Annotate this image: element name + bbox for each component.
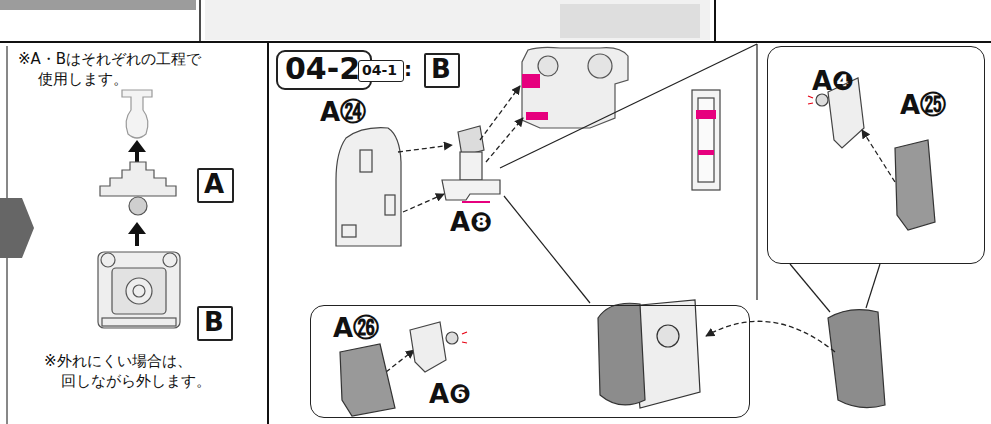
part-a	[129, 197, 147, 215]
part-a26	[340, 344, 395, 416]
part-a6	[462, 342, 467, 343]
part-a24	[336, 128, 401, 246]
callout-line	[500, 44, 757, 168]
part-b	[112, 268, 166, 314]
step-arrow	[0, 198, 34, 258]
assembly-arrow	[386, 350, 414, 372]
label-text: 04-1	[362, 62, 400, 78]
label-text: 04-2	[285, 52, 363, 87]
part-b	[101, 253, 115, 267]
label-text: B	[431, 55, 453, 85]
part-a4	[808, 103, 813, 104]
assembly-arrow	[480, 86, 520, 140]
frame-line	[0, 41, 991, 43]
callout-line	[504, 196, 590, 303]
part-letter-box: A	[197, 168, 234, 203]
part-a	[100, 162, 176, 196]
assembly-arrow	[862, 130, 895, 182]
callout-number: A㉔	[320, 96, 366, 130]
header-strip	[0, 0, 710, 40]
note-text: ※A・Bはそれぞれの工程で 使用します。	[18, 50, 268, 89]
up-arrow	[128, 140, 146, 152]
part-letter-box: B	[424, 53, 460, 88]
header-strip	[560, 4, 700, 38]
assembly-arrow	[706, 321, 835, 352]
part-b	[98, 252, 180, 328]
detail-inset: A㉖ A❻	[310, 305, 750, 418]
part-a6	[446, 332, 458, 344]
side-view	[692, 90, 720, 190]
part-b	[163, 253, 177, 267]
part-a8	[442, 180, 500, 200]
header-strip	[0, 0, 196, 10]
header-strip	[205, 0, 710, 40]
body-part	[522, 74, 540, 88]
part-a24	[360, 150, 372, 172]
step-arrow	[0, 198, 34, 258]
shoulder-part	[828, 310, 885, 408]
callout-line	[790, 264, 830, 312]
assembled-part	[657, 325, 679, 347]
part-letter-box: B	[197, 306, 233, 341]
part-a	[100, 162, 176, 215]
part-a24	[385, 195, 395, 215]
body-part	[538, 56, 558, 76]
callout-number: A㉖	[333, 314, 379, 344]
part-a8	[442, 126, 500, 202]
label-text: B	[204, 308, 226, 338]
assembly-arrow	[486, 118, 523, 162]
callout-line	[500, 44, 880, 312]
part-a25	[895, 140, 935, 230]
callout-line	[756, 44, 757, 300]
side-view	[692, 90, 720, 190]
part-b	[98, 252, 180, 328]
part-a24	[342, 225, 356, 237]
shoulder-part	[828, 310, 885, 408]
frame-line	[199, 0, 201, 42]
separator: :	[404, 56, 412, 82]
part-a8	[460, 152, 482, 180]
part-a6	[410, 322, 467, 372]
frame-line	[267, 42, 269, 424]
body-part	[522, 47, 628, 128]
part-a6	[462, 332, 467, 334]
part-b	[133, 285, 145, 297]
body-part	[588, 54, 612, 78]
assembly-arrow	[386, 130, 895, 372]
part-b	[126, 278, 152, 304]
part-a24	[336, 128, 401, 246]
part-a26	[340, 344, 395, 416]
callout-number: A❻	[429, 380, 471, 410]
callout-number: A❽	[450, 206, 492, 240]
assembled-part	[598, 303, 645, 405]
part-b	[102, 318, 176, 326]
callout-line	[866, 264, 880, 308]
pin-part	[122, 90, 152, 138]
assembly-arrow	[403, 194, 444, 212]
assembly-arrow	[398, 145, 452, 152]
body-part	[526, 112, 548, 120]
part-a8	[462, 201, 490, 203]
note-text: ※外れにくい場合は、 回しながら外します。	[44, 352, 236, 391]
part-a4	[808, 96, 813, 98]
assembled-part	[598, 300, 700, 408]
up-arrow	[135, 232, 139, 246]
part-a6	[410, 322, 446, 372]
body-part	[522, 47, 628, 128]
detail-inset: A❹ A㉕	[767, 46, 985, 264]
label-text: A	[204, 170, 227, 200]
callout-number: A㉕	[900, 91, 946, 121]
step-reference: 04-1	[358, 60, 404, 82]
pin-part	[122, 90, 152, 138]
assembly-arrow	[706, 321, 835, 352]
part-a25	[895, 140, 935, 230]
assembly-arrow	[398, 86, 523, 212]
side-view	[696, 110, 716, 119]
frame-line	[714, 0, 716, 42]
up-arrow	[128, 222, 146, 234]
side-view	[698, 150, 714, 155]
callout-number: A❹	[812, 67, 854, 97]
